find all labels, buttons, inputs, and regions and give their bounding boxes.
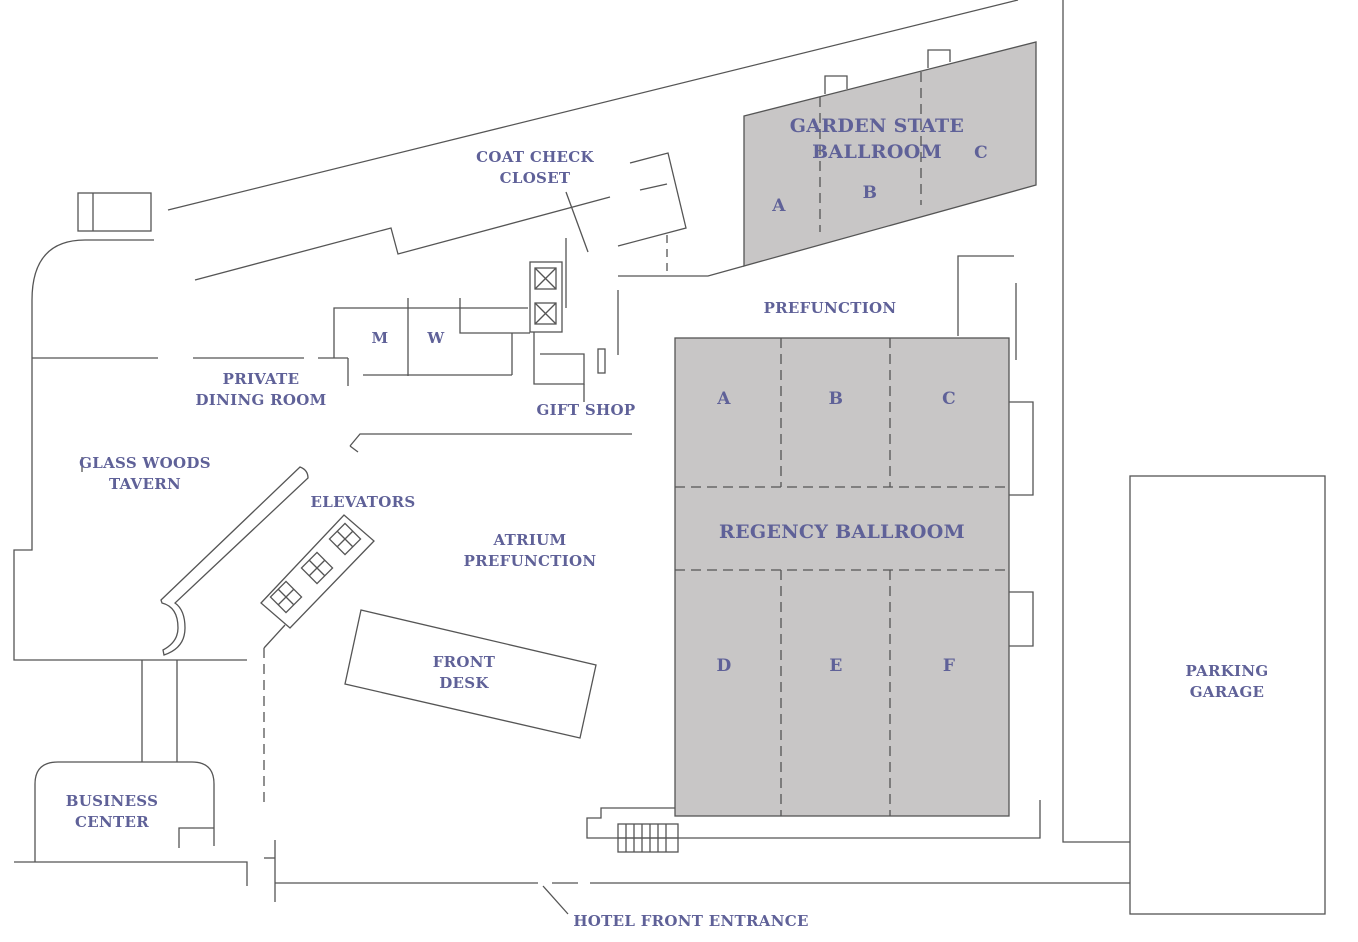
- front-desk-counter[interactable]: [344, 609, 597, 739]
- service-elevator-1-x2: [534, 267, 557, 290]
- entrance-leader: [542, 885, 569, 915]
- elevator-1-x2: [277, 588, 295, 606]
- glass-woods-tavern-label: GLASS WOODS TAVERN: [79, 454, 211, 493]
- regency-room-d-label: D: [716, 656, 732, 676]
- atrium-west-wall-2: [263, 624, 286, 649]
- garden-bump-2: [927, 49, 951, 68]
- coat-check-leader: [565, 191, 589, 253]
- bar-counter: [160, 466, 309, 656]
- restroom-w-label: W: [427, 329, 445, 347]
- coat-check-wall-2: [639, 183, 668, 191]
- garden-room-c-label: C: [974, 143, 988, 163]
- prefunction-east-wall: [957, 255, 1014, 336]
- interior-wall-north: [194, 196, 611, 281]
- tavern-wall: [13, 239, 247, 661]
- service-elevator-2-x2: [534, 302, 557, 325]
- loading-wall: [586, 800, 1041, 839]
- elevator-3-x2: [336, 530, 354, 548]
- regency-room-e-label: E: [829, 656, 843, 676]
- regency-room-b-label: B: [828, 389, 844, 409]
- regency-side-box-1: [1009, 401, 1034, 496]
- business-center-south-wall: [14, 861, 248, 886]
- prefunction-north-wall: [618, 265, 745, 277]
- prefunction-label: PREFUNCTION: [763, 299, 897, 317]
- garden-room-a-label: A: [772, 196, 786, 216]
- elevator-bank: [260, 514, 375, 629]
- coat-check-label: COAT CHECK CLOSET: [476, 148, 594, 187]
- hotel-front-entrance-label: HOTEL FRONT ENTRANCE: [573, 912, 809, 930]
- business-center-label: BUSINESS CENTER: [65, 792, 159, 831]
- business-center-inner-wall: [178, 827, 214, 848]
- private-dining-label: PRIVATE DINING ROOM: [195, 370, 327, 409]
- atrium-north-wall: [349, 433, 632, 447]
- restroom-wall-3: [459, 298, 530, 334]
- restroom-m-label: M: [371, 329, 389, 347]
- parking-garage-label: PARKING GARAGE: [1185, 662, 1269, 701]
- restroom-wall: [333, 307, 409, 376]
- parking-garage-area[interactable]: [1129, 475, 1326, 915]
- regency-room-a-label: A: [717, 389, 731, 409]
- atrium-prefunction-label: ATRIUM PREFUNCTION: [463, 531, 597, 570]
- regency-ballroom-area[interactable]: [674, 337, 1010, 817]
- service-elevator-column: [529, 261, 563, 333]
- business-center-wall: [34, 761, 215, 862]
- regency-side-box-2: [1009, 591, 1034, 647]
- regency-room-f-label: F: [942, 656, 956, 676]
- garden-state-ballroom-area[interactable]: [743, 41, 1037, 267]
- front-desk-label: FRONT DESK: [432, 653, 496, 692]
- gift-shop-wall: [533, 332, 585, 385]
- gift-shop-counter: [597, 348, 606, 374]
- garage-wall: [1062, 0, 1130, 843]
- coat-check-wall: [617, 152, 687, 247]
- regency-ballroom-label: REGENCY BALLROOM: [719, 521, 965, 543]
- garden-bump-1: [824, 75, 848, 94]
- service-elevator-1[interactable]: [534, 267, 557, 290]
- regency-room-c-label: C: [942, 389, 956, 409]
- garden-state-ballroom-label: GARDEN STATE BALLROOM: [789, 115, 965, 163]
- elevator-2-x2: [308, 559, 326, 577]
- gift-shop-label: GIFT SHOP: [536, 401, 636, 419]
- garden-room-b-label: B: [862, 183, 878, 203]
- top-left-box: [77, 192, 152, 232]
- atrium-north-wall-2: [349, 445, 359, 453]
- service-elevator-2[interactable]: [534, 302, 557, 325]
- elevators-label: ELEVATORS: [310, 493, 416, 511]
- north-wall: [167, 0, 1019, 211]
